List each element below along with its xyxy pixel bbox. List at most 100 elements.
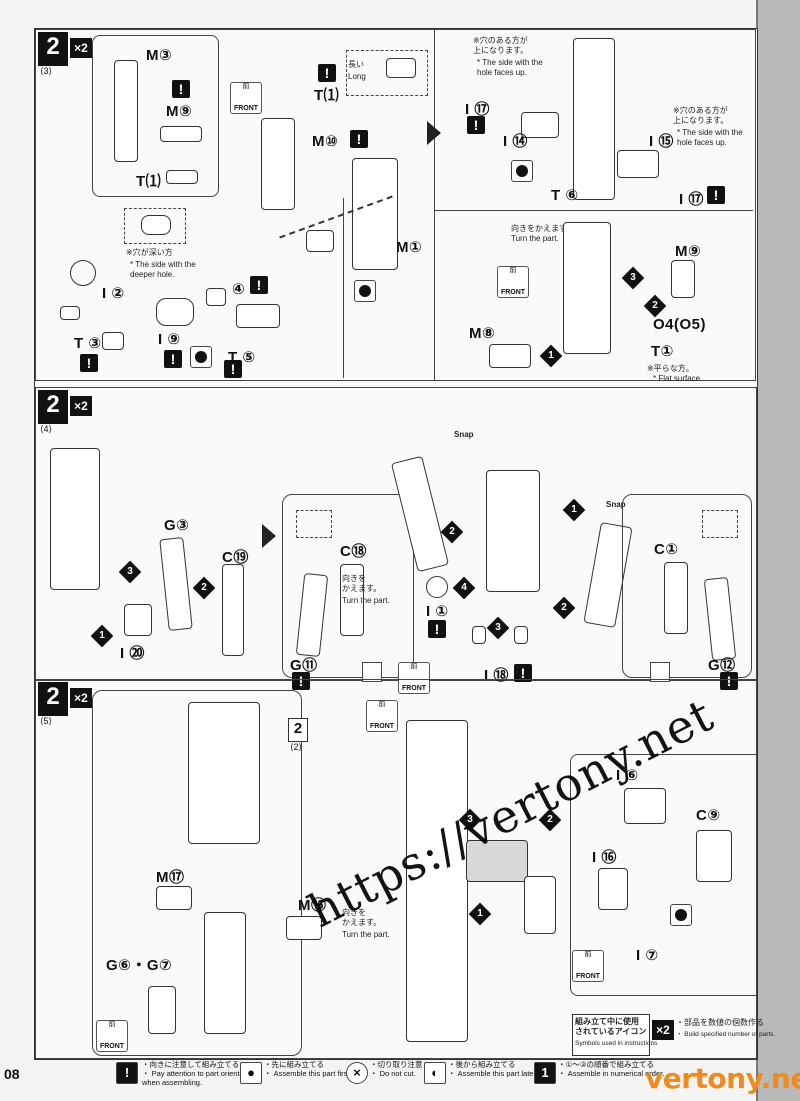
legend-mult-jp: ・部品を数値の個数作る bbox=[676, 1018, 764, 1027]
step-sub: ⟨3⟩ bbox=[40, 66, 53, 76]
warning-icon: ! bbox=[350, 130, 368, 148]
warning-icon: ! bbox=[80, 354, 98, 372]
part-illustration bbox=[141, 215, 171, 235]
order-3-icon: 3 bbox=[118, 560, 142, 584]
part-label: M⑧ bbox=[469, 325, 496, 342]
part-illustration bbox=[426, 576, 448, 598]
part-label: T⑴ bbox=[314, 87, 340, 104]
part-label: I ⑳ bbox=[120, 645, 145, 662]
hole-note-en: * The side with the hole faces up. bbox=[677, 128, 743, 147]
legend-item: ・先に組み立てる・ Assemble this part first. bbox=[264, 1060, 352, 1078]
page-number: 08 bbox=[4, 1066, 20, 1082]
ref-step-sub: ⟨2⟩ bbox=[290, 742, 303, 752]
divider bbox=[435, 210, 753, 212]
part-label: M⑯ bbox=[298, 897, 327, 914]
part-illustration bbox=[386, 58, 416, 78]
step-sub: ⟨5⟩ bbox=[40, 716, 53, 726]
order-3-icon: 3 bbox=[621, 266, 645, 290]
part-label: M⑩ bbox=[312, 133, 339, 150]
inset-box bbox=[124, 208, 186, 244]
part-label: G⑥・G⑦ bbox=[106, 957, 173, 974]
flat-note-jp: ※平らな方。 bbox=[647, 364, 694, 373]
warning-icon: ! bbox=[514, 664, 532, 682]
hole-note-jp: ※穴のある方が 上になります。 bbox=[473, 36, 529, 55]
part-illustration bbox=[148, 986, 176, 1034]
legend-title-jp: 組み立て中に使用 されているアイコン bbox=[575, 1017, 647, 1036]
order-1-icon: 1 bbox=[468, 902, 492, 926]
part-label: T ⑥ bbox=[551, 187, 579, 204]
no-cut-icon bbox=[650, 662, 670, 682]
part-label: I ⑮ bbox=[649, 133, 674, 150]
multiply-badge: ×2 bbox=[70, 688, 92, 708]
part-illustration bbox=[50, 448, 100, 590]
part-illustration bbox=[573, 38, 615, 200]
warning-icon: ! bbox=[428, 620, 446, 638]
part-label: G⑪ bbox=[290, 657, 318, 674]
symbol-legend: ! ・向きに注意して組み立てる・ Pay attention to part o… bbox=[34, 1060, 756, 1088]
part-label: I ⑭ bbox=[503, 133, 528, 150]
step-panel-3b: ※穴のある方が 上になります。 * The side with the hole… bbox=[433, 29, 756, 383]
legend-item: ・後から組み立てる・ Assemble this part later. bbox=[448, 1060, 538, 1078]
inset-box bbox=[92, 690, 302, 1056]
inset-box bbox=[346, 50, 428, 96]
part-illustration bbox=[286, 916, 322, 940]
part-label: I ⑯ bbox=[592, 849, 617, 866]
assemble-first-icon bbox=[354, 280, 376, 302]
multiply-badge: ×2 bbox=[70, 396, 92, 416]
part-illustration bbox=[306, 230, 334, 252]
part-label: C⑱ bbox=[340, 543, 367, 560]
no-cut-icon bbox=[70, 260, 96, 286]
part-illustration bbox=[160, 126, 202, 142]
next-arrow bbox=[262, 524, 276, 548]
assemble-later-icon: ◐ bbox=[424, 1062, 446, 1084]
deep-note-jp: ※穴が深い方 bbox=[126, 248, 173, 257]
part-label: I ⑨ bbox=[158, 331, 181, 348]
part-label: M⑰ bbox=[156, 869, 185, 886]
part-label: M③ bbox=[146, 47, 173, 64]
part-illustration bbox=[261, 118, 295, 210]
part-illustration bbox=[188, 702, 260, 844]
part-illustration bbox=[472, 626, 486, 644]
part-illustration bbox=[598, 868, 628, 910]
part-illustration bbox=[671, 260, 695, 298]
no-cut-icon: × bbox=[346, 1062, 368, 1084]
ref-step: 2 bbox=[288, 718, 308, 742]
part-label: O4(O5) bbox=[653, 316, 707, 333]
part-illustration bbox=[60, 306, 80, 320]
warning-icon: ! bbox=[292, 672, 310, 690]
part-label: T⑴ bbox=[136, 173, 162, 190]
no-cut-icon bbox=[362, 662, 382, 682]
assemble-first-icon bbox=[511, 160, 533, 182]
warning-icon: ! bbox=[164, 350, 182, 368]
part-illustration bbox=[524, 876, 556, 934]
sub-assembly-box bbox=[38, 198, 344, 378]
warning-icon: ! bbox=[318, 64, 336, 82]
part-illustration bbox=[563, 222, 611, 354]
part-label: G⑫ bbox=[708, 657, 736, 674]
turn-note-jp: 向きを かえます。 bbox=[342, 908, 382, 927]
multiply-badge: ×2 bbox=[652, 1020, 674, 1040]
warning-icon: ! bbox=[224, 360, 242, 378]
part-label: M① bbox=[396, 239, 423, 256]
inset-box bbox=[702, 510, 738, 538]
inset-box bbox=[92, 35, 219, 197]
warning-icon: ! bbox=[172, 80, 190, 98]
snap-label: Snap bbox=[606, 500, 626, 509]
part-label: T① bbox=[651, 343, 674, 360]
order-2-icon: 2 bbox=[643, 294, 667, 318]
warning-icon: ! bbox=[250, 276, 268, 294]
part-label: I ⑰ bbox=[679, 191, 704, 208]
warning-icon: ! bbox=[720, 672, 738, 690]
part-label: T ③ bbox=[74, 335, 102, 352]
part-illustration bbox=[514, 626, 528, 644]
step-number: 2 bbox=[38, 682, 68, 716]
part-illustration bbox=[466, 840, 528, 882]
part-label: M⑨ bbox=[166, 103, 193, 120]
book-edge bbox=[756, 0, 800, 1101]
inset-box bbox=[282, 494, 414, 678]
